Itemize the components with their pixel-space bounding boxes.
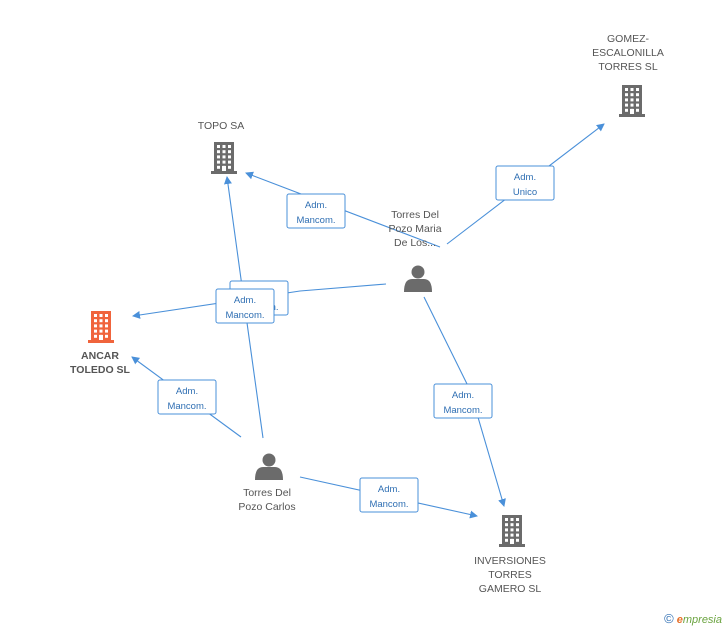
person-icon bbox=[404, 265, 432, 292]
edge-label-carlos-ancar[interactable]: Adm. Mancom. bbox=[157, 379, 217, 415]
edge-label-box bbox=[359, 477, 419, 513]
brand-initial: e bbox=[676, 614, 683, 626]
node-label: INVERSIONES bbox=[474, 555, 546, 567]
node-inversiones[interactable]: INVERSIONES TORRES GAMERO SL bbox=[474, 515, 546, 595]
node-label: TORRES bbox=[488, 569, 532, 581]
edge-maria-ancar bbox=[132, 283, 387, 319]
edge-label-maria-topo[interactable]: Adm. Mancom. bbox=[286, 193, 346, 229]
nodes-layer: TOPO SA GOMEZ- ESCALONILLA TORRES SL ANCAR TO… bbox=[70, 33, 664, 595]
edge-label-box bbox=[215, 288, 275, 324]
node-label: GAMERO SL bbox=[479, 583, 542, 595]
edge-label-text: Adm. bbox=[452, 390, 474, 401]
node-label: GOMEZ- bbox=[607, 33, 649, 45]
node-label: Pozo Carlos bbox=[238, 501, 295, 513]
edge-carlos-topo bbox=[223, 176, 264, 439]
edge-label-box bbox=[495, 165, 555, 201]
edge-labels-layer: Adm.Mancom.Adm.UnicoAdm.Mancom.Adm.Manco… bbox=[157, 165, 555, 513]
edge-label-text: Adm. bbox=[176, 386, 198, 397]
edge-label-box bbox=[286, 193, 346, 229]
edge-label-text: Adm. bbox=[378, 484, 400, 495]
empresia-watermark: ©empresia bbox=[664, 611, 722, 626]
building-icon bbox=[211, 142, 237, 174]
node-gomez[interactable]: GOMEZ- ESCALONILLA TORRES SL bbox=[592, 33, 664, 117]
node-topo[interactable]: TOPO SA bbox=[198, 120, 245, 174]
node-label: Torres Del bbox=[243, 487, 291, 499]
node-label: De Los... bbox=[394, 237, 436, 249]
edge-label-text: Adm. bbox=[305, 200, 327, 211]
edge-label-text: Mancom. bbox=[167, 401, 206, 412]
node-label: Pozo Maria bbox=[388, 223, 441, 235]
copyright-icon: © bbox=[664, 611, 674, 626]
node-ancar[interactable]: ANCAR TOLEDO SL bbox=[70, 311, 131, 376]
edge-label-text: Mancom. bbox=[369, 499, 408, 510]
edge-label-text: Adm. bbox=[234, 295, 256, 306]
edge-label-text: Unico bbox=[513, 187, 537, 198]
person-icon bbox=[255, 453, 283, 480]
edge-label-text: Mancom. bbox=[296, 215, 335, 226]
edge-label-text: Mancom. bbox=[443, 405, 482, 416]
edge-label-maria-gomez[interactable]: Adm. Unico bbox=[495, 165, 555, 201]
edge-label-text: Mancom. bbox=[225, 310, 264, 321]
edge-label-box bbox=[433, 383, 493, 419]
brand-name: mpresia bbox=[682, 614, 722, 626]
node-label: TORRES SL bbox=[598, 61, 657, 73]
node-label: TOPO SA bbox=[198, 120, 245, 132]
building-icon bbox=[499, 515, 525, 547]
building-icon bbox=[88, 311, 114, 343]
edge-label-carlos-inversiones[interactable]: Adm. Mancom. bbox=[359, 477, 419, 513]
edge-label-maria-inversiones[interactable]: Adm. Mancom. bbox=[433, 383, 493, 419]
node-label: ANCAR bbox=[81, 350, 119, 362]
building-icon bbox=[619, 85, 645, 117]
node-label: TOLEDO SL bbox=[70, 364, 130, 376]
node-label: ESCALONILLA bbox=[592, 47, 664, 59]
edge-label-box bbox=[157, 379, 217, 415]
edge-label-text: Adm. bbox=[514, 172, 536, 183]
edge-label-carlos-topo[interactable]: Adm. Mancom. bbox=[215, 288, 275, 324]
node-label: Torres Del bbox=[391, 209, 439, 221]
